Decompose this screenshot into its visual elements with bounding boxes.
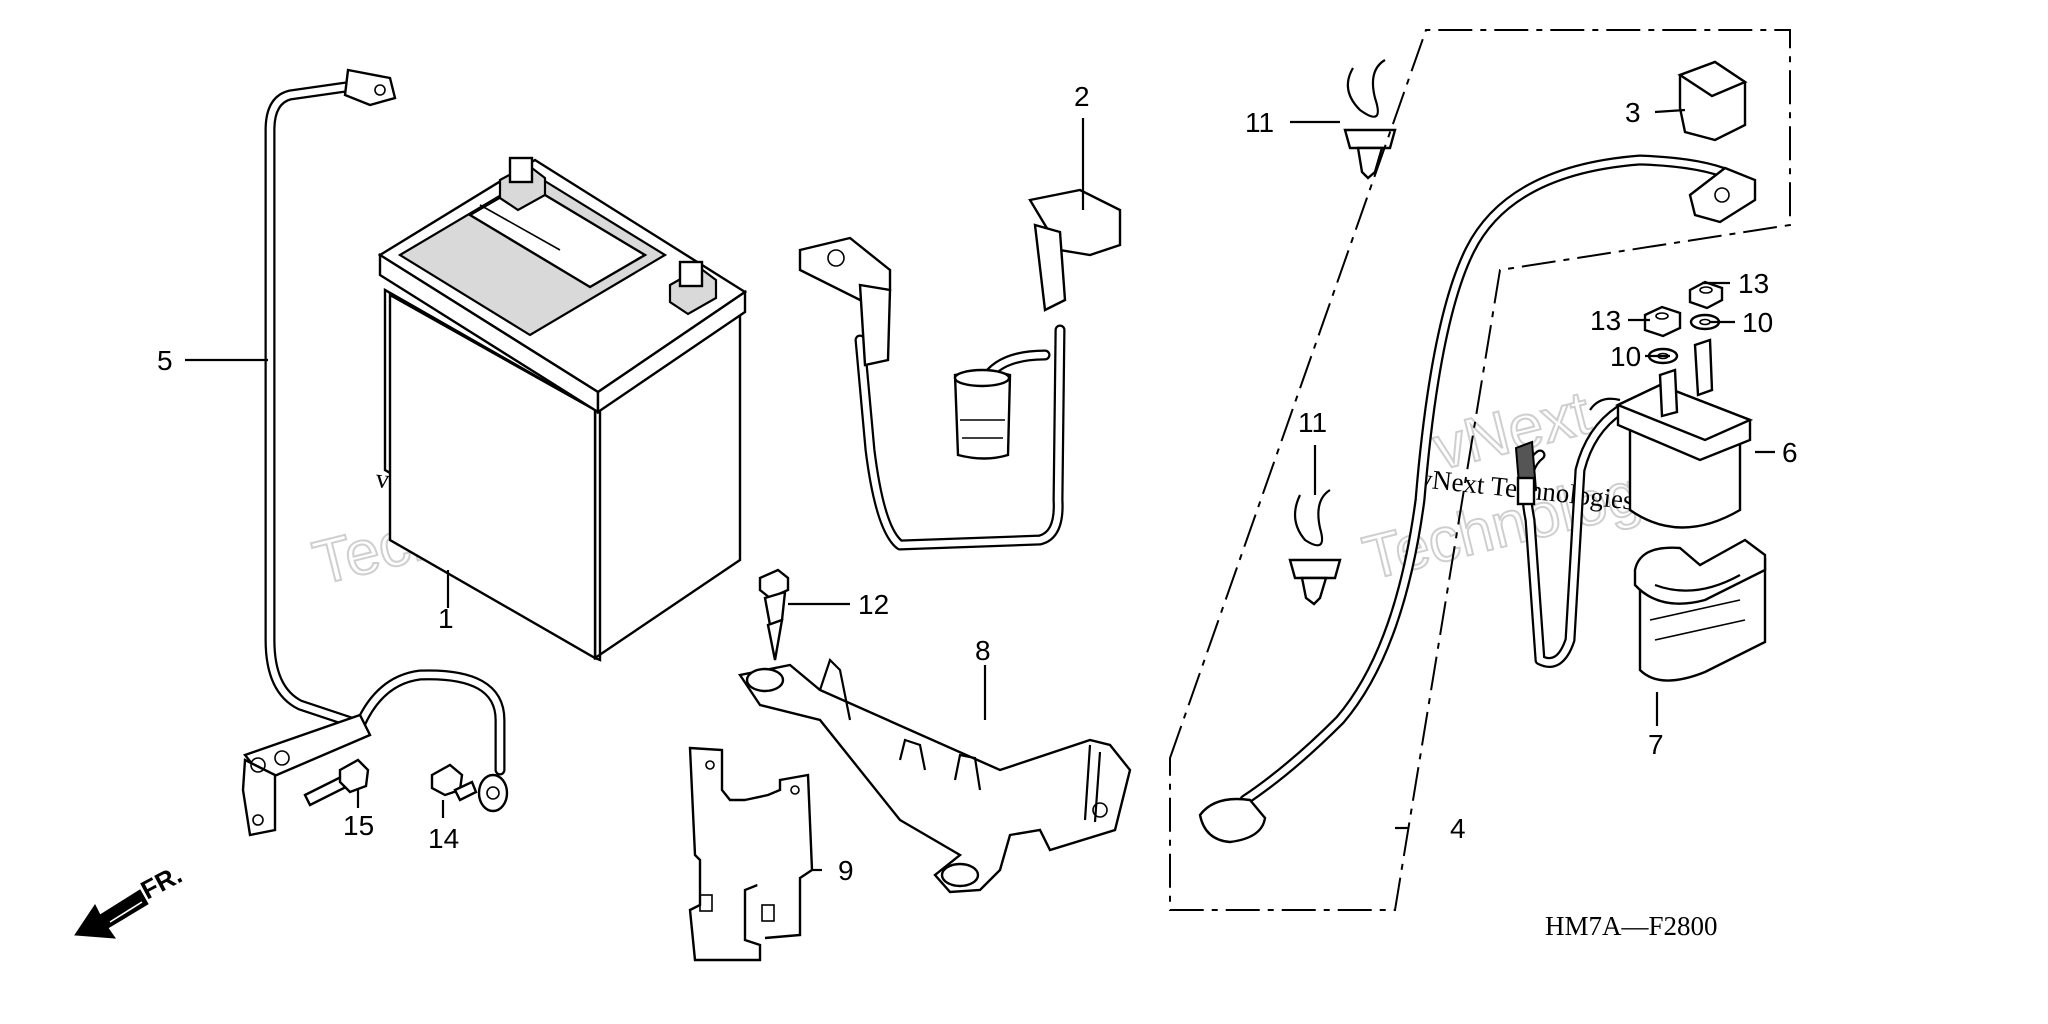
callout-10-upper: 10: [1742, 307, 1773, 338]
callout-14: 14: [428, 823, 459, 854]
front-direction-arrow: FR.: [74, 859, 187, 939]
callout-7: 7: [1648, 729, 1664, 760]
callout-10-lower: 10: [1610, 341, 1641, 372]
nut-13-lower: [1643, 305, 1682, 338]
terminal-cover-3: [1677, 60, 1748, 142]
flange-bolt-14: [430, 763, 478, 802]
callout-2: 2: [1074, 81, 1090, 112]
callout-5: 5: [157, 345, 173, 376]
callout-15: 15: [343, 810, 374, 841]
callout-11-lower: 11: [1298, 407, 1327, 438]
clip-11-upper: [1343, 59, 1397, 180]
clip-11-lower: [1288, 489, 1342, 606]
negative-cable-group-outline: [1169, 29, 1791, 911]
battery-1: [377, 156, 748, 662]
bolt-15: [303, 758, 370, 807]
callout-8: 8: [975, 635, 991, 666]
negative-cable-4: [1198, 154, 1757, 844]
callout-13-upper: 13: [1738, 268, 1769, 299]
callout-4: 4: [1450, 813, 1466, 844]
nut-13-upper: [1688, 280, 1724, 310]
callout-1: 1: [438, 603, 454, 634]
relay-holder-7: [1633, 538, 1767, 682]
positive-cable-5: [241, 68, 509, 837]
starter-relay-6: [1514, 338, 1754, 668]
battery-stay-8: [738, 657, 1132, 894]
leader-lines: [185, 108, 1775, 872]
callout-6: 6: [1782, 437, 1798, 468]
rivet-12: [758, 568, 790, 661]
fuse-harness-2: [798, 188, 1122, 551]
callout-13-lower: 13: [1590, 305, 1621, 336]
callout-12: 12: [858, 589, 889, 620]
drawing-code: HM7A—F2800: [1545, 911, 1718, 941]
callout-3: 3: [1625, 97, 1641, 128]
callout-9: 9: [838, 855, 854, 886]
plate-9: [688, 746, 814, 962]
callout-11-upper: 11: [1245, 107, 1274, 138]
